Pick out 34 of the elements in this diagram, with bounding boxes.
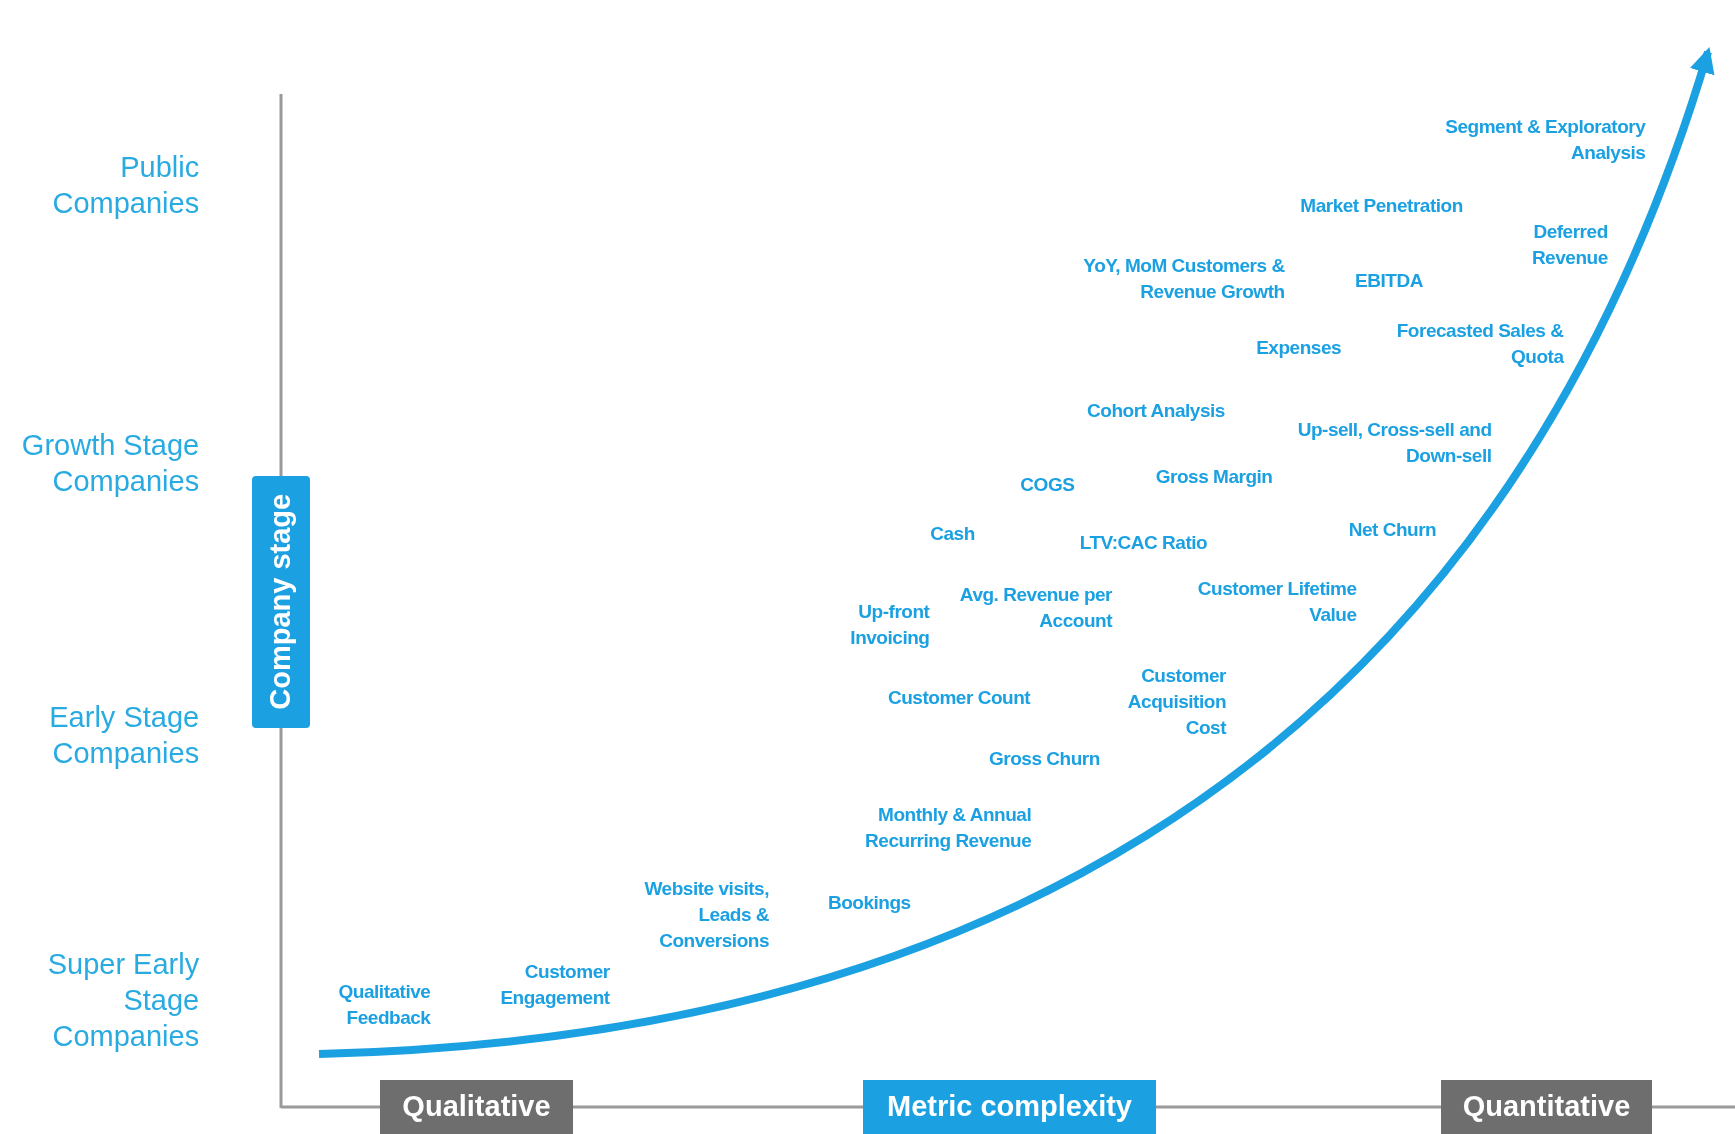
metric-label: Market Penetration [1300,193,1463,218]
metric-label: Expenses [1256,336,1342,361]
metric-label: Deferred Revenue [1530,220,1608,271]
stage-label: Early Stage Companies [48,700,200,772]
metric-label: Net Churn [1348,517,1437,542]
metric-label: Customer Acquisition Cost [1126,663,1226,740]
stage-label: Public Companies [51,150,200,222]
metric-label: Forecasted Sales & Quota [1395,318,1564,369]
metric-label: Up-front Invoicing [849,599,930,650]
metric-label: YoY, MoM Customers & Revenue Growth [1082,254,1285,305]
metric-label: COGS [1020,473,1075,498]
metric-label: Customer Engagement [499,960,610,1011]
metric-label: Customer Lifetime Value [1196,577,1357,628]
metric-label: Website visits, Leads & Conversions [643,877,770,954]
metric-label: Avg. Revenue per Account [958,583,1113,633]
metric-label: LTV:CAC Ratio [1079,531,1208,555]
metric-label: Monthly & Annual Recurring Revenue [864,803,1032,854]
metric-label: Gross Margin [1155,464,1273,489]
metric-label: Segment & Exploratory Analysis [1444,114,1646,165]
axis-title-tag: Qualitative [380,1080,573,1134]
metric-label: Cohort Analysis [1087,399,1225,424]
axis-title-tag: Quantitative [1441,1080,1652,1134]
metric-label: EBITDA [1355,268,1423,293]
metric-label: Qualitative Feedback [337,980,431,1031]
axis-title-tag: Metric complexity [863,1080,1156,1134]
metric-label: Gross Churn [988,746,1100,771]
stage-label: Growth Stage Companies [20,428,200,500]
metric-label: Up-sell, Cross-sell and Down-sell [1296,418,1492,469]
metric-label: Cash [930,522,975,547]
axis-title-tag [252,476,310,728]
metric-label: Bookings [827,890,911,915]
metric-label: Customer Count [887,685,1031,710]
axis-title: Company stage [263,494,298,710]
stage-label: Super Early Stage Companies [46,947,200,1055]
